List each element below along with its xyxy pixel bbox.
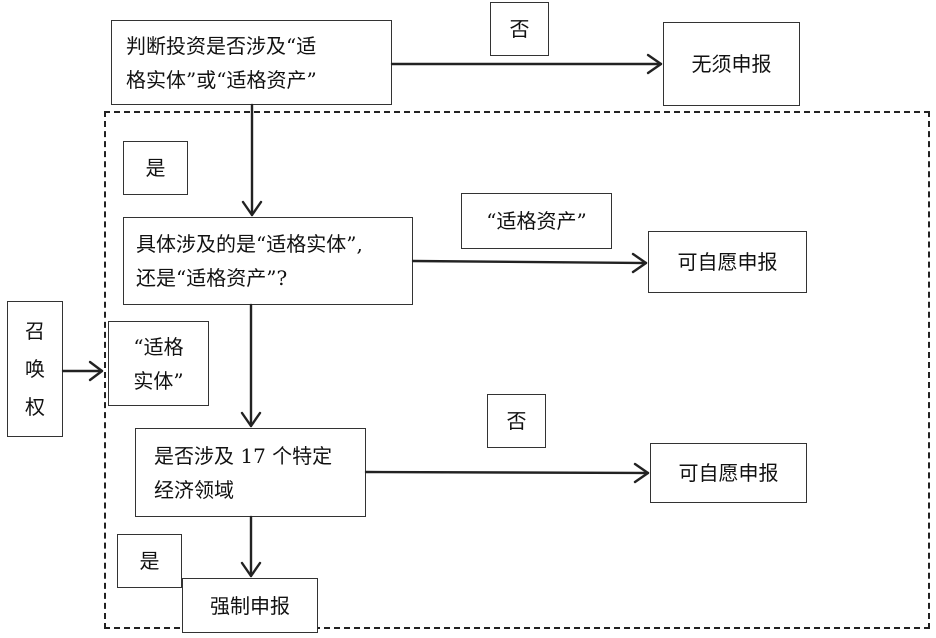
voluntary-box-2: 可自愿申报 (650, 443, 807, 503)
sectors-line-1: 是否涉及 17 个特定 (154, 443, 333, 468)
label-qualified-entity: “适格 实体” (108, 321, 209, 406)
label-yes-1-text: 是 (145, 156, 166, 180)
judge-line-2: 格实体”或“适格资产” (126, 67, 317, 92)
label-yes-2-text: 是 (139, 549, 160, 573)
label-no-top-text: 否 (509, 17, 530, 41)
label-qualified-asset-text: “适格资产” (486, 209, 587, 233)
call-in-scope-region (104, 111, 930, 629)
call-in-char-2: 唤 (25, 357, 45, 381)
label-yes-2: 是 (117, 534, 182, 588)
voluntary-label-1: 可自愿申报 (677, 250, 778, 274)
which-type-box: 具体涉及的是“适格实体”, 还是“适格资产”? (123, 217, 413, 305)
label-no-mid-text: 否 (506, 409, 527, 433)
call-in-char-1: 召 (25, 319, 45, 343)
label-qualified-entity-line-2: 实体” (133, 368, 184, 393)
sectors-box: 是否涉及 17 个特定 经济领域 (135, 428, 366, 517)
label-qualified-entity-line-1: “适格 (133, 334, 184, 359)
judge-line-1: 判断投资是否涉及“适 (126, 33, 317, 58)
arrowhead-judge-to-no-need (646, 53, 663, 75)
mandatory-box: 强制申报 (182, 578, 318, 633)
voluntary-label-2: 可自愿申报 (678, 461, 779, 485)
which-line-2: 还是“适格资产”? (136, 266, 288, 290)
which-line-1: 具体涉及的是“适格实体”, (136, 232, 363, 256)
label-no-top: 否 (490, 2, 549, 56)
no-need-box: 无须申报 (663, 22, 800, 106)
no-need-label: 无须申报 (691, 52, 772, 76)
label-no-mid: 否 (487, 394, 546, 448)
call-in-power-box: 召 唤 权 (7, 301, 63, 437)
voluntary-box-1: 可自愿申报 (648, 231, 807, 293)
label-qualified-asset: “适格资产” (461, 193, 612, 249)
sectors-line-2: 经济领域 (154, 477, 234, 502)
judge-investment-box: 判断投资是否涉及“适 格实体”或“适格资产” (111, 20, 392, 105)
call-in-char-3: 权 (25, 395, 45, 419)
mandatory-label: 强制申报 (210, 593, 290, 618)
arrowhead-call-in-to-region (88, 360, 104, 382)
label-yes-1: 是 (123, 141, 188, 195)
